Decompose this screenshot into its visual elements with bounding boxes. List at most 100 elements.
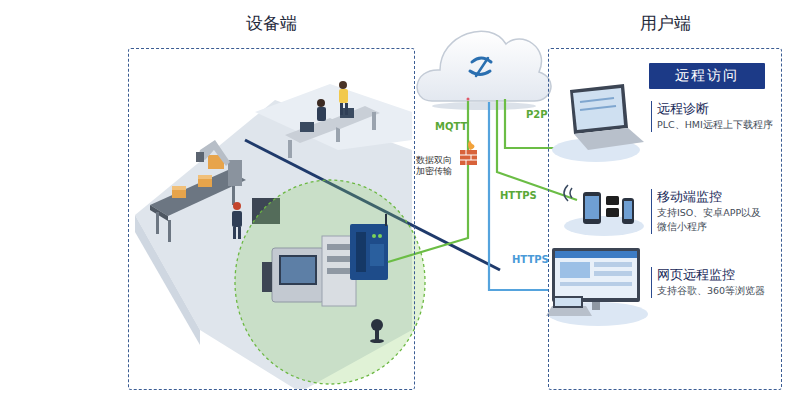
production-line-part (232, 211, 242, 227)
firewall-icon-part (471, 155, 472, 160)
mobile-device-part (564, 185, 572, 201)
office-desks-part (325, 106, 380, 129)
equipment-zone-part (279, 255, 317, 285)
cloud-platform-part (432, 102, 536, 110)
equipment-zone-part (385, 214, 387, 226)
mobile-device-part (622, 198, 634, 224)
mobile-device-part (606, 208, 619, 217)
production-line-part (168, 220, 171, 242)
connection-wires-part (489, 102, 548, 290)
equipment-zone-part (281, 257, 315, 283)
production-line-part (198, 175, 212, 187)
laptop-device-part (573, 88, 624, 130)
office-desks-part (317, 99, 325, 107)
laptop-device-part (580, 106, 616, 110)
item-heading: 远程诊断 (657, 101, 779, 118)
connection-wires-part (388, 101, 468, 262)
production-line-part (172, 186, 186, 190)
region-heading: 用户端 (549, 12, 781, 35)
transfer-note: 数据双向 加密传输 (416, 155, 456, 178)
cloud-platform-part (467, 98, 470, 101)
equipment-zone-part (235, 180, 425, 384)
cloud-platform-part (417, 31, 551, 101)
web-monitor-part (594, 262, 632, 267)
cloud-platform (417, 31, 551, 110)
office-desks-part (300, 122, 314, 132)
equipment-zone-part (327, 256, 351, 262)
item-heading: 移动端监控 (657, 189, 779, 206)
web-monitor-part (553, 296, 583, 308)
office-desks-part (339, 81, 347, 89)
firewall-icon-part (460, 155, 477, 156)
web-monitor-part (592, 302, 600, 310)
equipment-zone-part (272, 248, 324, 302)
mobile-device-part (606, 196, 619, 205)
firewall-icon (460, 140, 477, 165)
production-line-part (198, 175, 212, 179)
equipment-zone-part (370, 244, 384, 266)
region-heading: 设备端 (129, 12, 414, 35)
firewall-icon-part (466, 160, 467, 165)
web-monitor-part (594, 271, 632, 276)
production-line-part (172, 186, 186, 198)
office-desks-part (339, 89, 348, 103)
equipment-zone-part (262, 262, 272, 292)
web-monitor-part (555, 251, 637, 258)
equipment-zone-part (375, 330, 379, 340)
mobile-device-part (585, 196, 599, 219)
region-panel: 用户端远程访问远程诊断PLC、HMI远程上下载程序移动端监控支持ISO、安卓AP… (548, 48, 782, 390)
web-monitor-part (552, 248, 640, 302)
office-desks-part (288, 140, 292, 158)
connection-wires-part (505, 99, 560, 148)
laptop-device-part (570, 84, 628, 134)
firewall-icon-part (460, 160, 477, 161)
web-monitor-part (555, 251, 637, 298)
web-monitor-part (560, 262, 590, 278)
mobile-device-part (624, 201, 632, 219)
equipment-zone-part (327, 244, 351, 250)
cloud-platform-part (476, 58, 488, 76)
mobile-device-part (583, 192, 601, 224)
item-description: 支持谷歌、360等浏览器 (657, 284, 779, 298)
laptop-device-part (580, 98, 614, 102)
equipment-zone-part (370, 339, 384, 343)
equipment-zone-part (327, 268, 351, 274)
web-monitor-part (555, 298, 581, 306)
factory-floor-part (255, 84, 412, 150)
feature-item: 移动端监控支持ISO、安卓APP以及 微信小程序 (651, 189, 779, 234)
production-line-part (196, 152, 204, 162)
equipment-zone-part (378, 234, 382, 238)
section-tag: 远程访问 (649, 63, 765, 89)
equipment-zone-part (350, 224, 388, 280)
firewall-icon-part (460, 150, 477, 165)
factory-floor-part (135, 215, 200, 345)
production-line-part (156, 212, 159, 234)
equipment-zone-part (371, 319, 383, 331)
protocol-label: MQTT (435, 121, 467, 132)
protocol-label: HTTPS (500, 190, 537, 201)
equipment-zone (235, 180, 425, 384)
office-desks-part (340, 103, 343, 115)
production-line-part (233, 227, 236, 239)
office-desks-part (317, 107, 326, 121)
firewall-icon-part (468, 140, 475, 150)
region-panel: 设备端 (128, 48, 415, 390)
web-monitor-part (560, 282, 632, 286)
production-line-part (232, 183, 235, 205)
feature-item: 网页远程监控支持谷歌、360等浏览器 (651, 267, 779, 298)
office-desks (285, 81, 380, 158)
item-heading: 网页远程监控 (657, 267, 779, 284)
production-line-part (233, 202, 241, 210)
web-monitor (546, 248, 648, 326)
equipment-zone-part (372, 234, 376, 238)
item-description: PLC、HMI远程上下载程序 (657, 118, 779, 132)
firewall-icon-part (466, 150, 467, 155)
tag-label: 远程访问 (675, 67, 739, 85)
protocol-label: HTTPS (512, 254, 549, 265)
production-line-part (238, 227, 241, 239)
laptop-device-part (574, 128, 644, 150)
protocol-label: P2P (526, 109, 548, 120)
equipment-zone-part (356, 232, 366, 272)
